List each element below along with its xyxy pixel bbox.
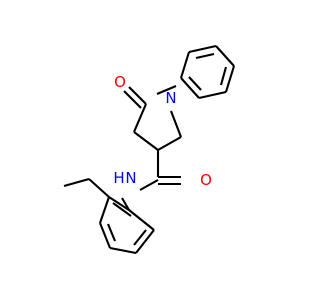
ring-nitrogen-label: N	[165, 89, 176, 107]
aromatic-inner-bond	[133, 229, 147, 246]
bond	[133, 131, 159, 151]
carboxamide-group	[139, 150, 181, 191]
ethyl-group	[63, 177, 110, 198]
bond	[198, 90, 227, 100]
ethylphenyl-ring	[99, 196, 155, 255]
bond	[99, 196, 110, 224]
bond	[133, 103, 147, 133]
bond	[215, 45, 235, 67]
aromatic-inner-bond	[107, 223, 116, 242]
aromatic-inner-bond	[195, 52, 215, 60]
aromatic-inner-bond	[188, 76, 202, 91]
aromatic-inner-bond	[112, 202, 132, 217]
bond	[139, 179, 159, 191]
pyrrolidinone-ring	[133, 85, 182, 151]
ketone-group	[123, 86, 147, 109]
bond	[135, 229, 155, 254]
bond	[63, 177, 90, 188]
ketone-oxygen-label: O	[114, 73, 126, 91]
bond	[170, 110, 182, 138]
bond	[109, 246, 137, 255]
bond	[156, 85, 177, 95]
aromatic-inner-bond	[219, 66, 228, 86]
chemical-structure-diagram: O N N H O	[0, 0, 300, 300]
phenyl-ring-top	[179, 44, 236, 100]
bond	[99, 222, 111, 249]
bond	[128, 209, 155, 231]
bond	[88, 178, 110, 198]
background	[0, 0, 300, 300]
bond	[123, 90, 142, 109]
amide-oxygen-label: O	[200, 171, 212, 189]
bond	[108, 196, 130, 211]
amide-hydrogen-label: H	[113, 169, 124, 187]
bond	[179, 51, 191, 79]
amide-nitrogen-label: N	[125, 169, 136, 187]
bond	[157, 136, 182, 151]
bond	[224, 65, 236, 93]
bond	[188, 44, 217, 54]
bond	[180, 77, 200, 99]
bond	[128, 86, 147, 105]
